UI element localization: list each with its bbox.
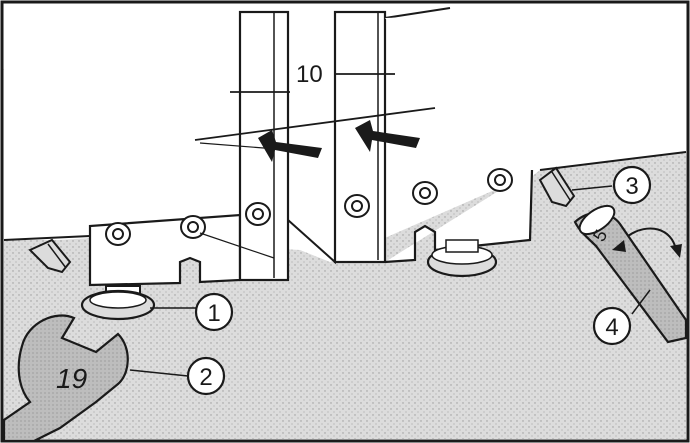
right-appliance-body [385, 8, 686, 178]
rotation-arrow-icon [670, 244, 682, 258]
arrow-left-icon [258, 130, 322, 162]
wrench-icon: 19 [2, 314, 189, 443]
adjustable-foot-far-left [28, 238, 72, 274]
left-appliance-body [4, 12, 240, 240]
screw-icon [105, 168, 513, 246]
callout-4: 4 [592, 306, 632, 346]
adjustable-foot-left [80, 285, 196, 321]
alignment-line [194, 107, 436, 141]
hex-key-icon: 5 [573, 204, 688, 344]
wrench-size-label: 19 [56, 363, 87, 394]
svg-text:3: 3 [625, 173, 638, 200]
wall-line-right [384, 7, 451, 19]
svg-text:1: 1 [207, 300, 220, 327]
svg-text:4: 4 [605, 314, 618, 341]
callout-2: 2 [186, 356, 226, 396]
dimension-label: 10 [296, 61, 323, 88]
callout-1: 1 [194, 292, 234, 332]
callout-3: 3 [612, 165, 652, 205]
adjustable-foot-right [426, 239, 498, 278]
svg-text:2: 2 [199, 364, 212, 391]
arrow-right-icon [355, 120, 420, 152]
right-plinth [384, 169, 534, 264]
adjustable-foot-right-edge [538, 166, 613, 208]
